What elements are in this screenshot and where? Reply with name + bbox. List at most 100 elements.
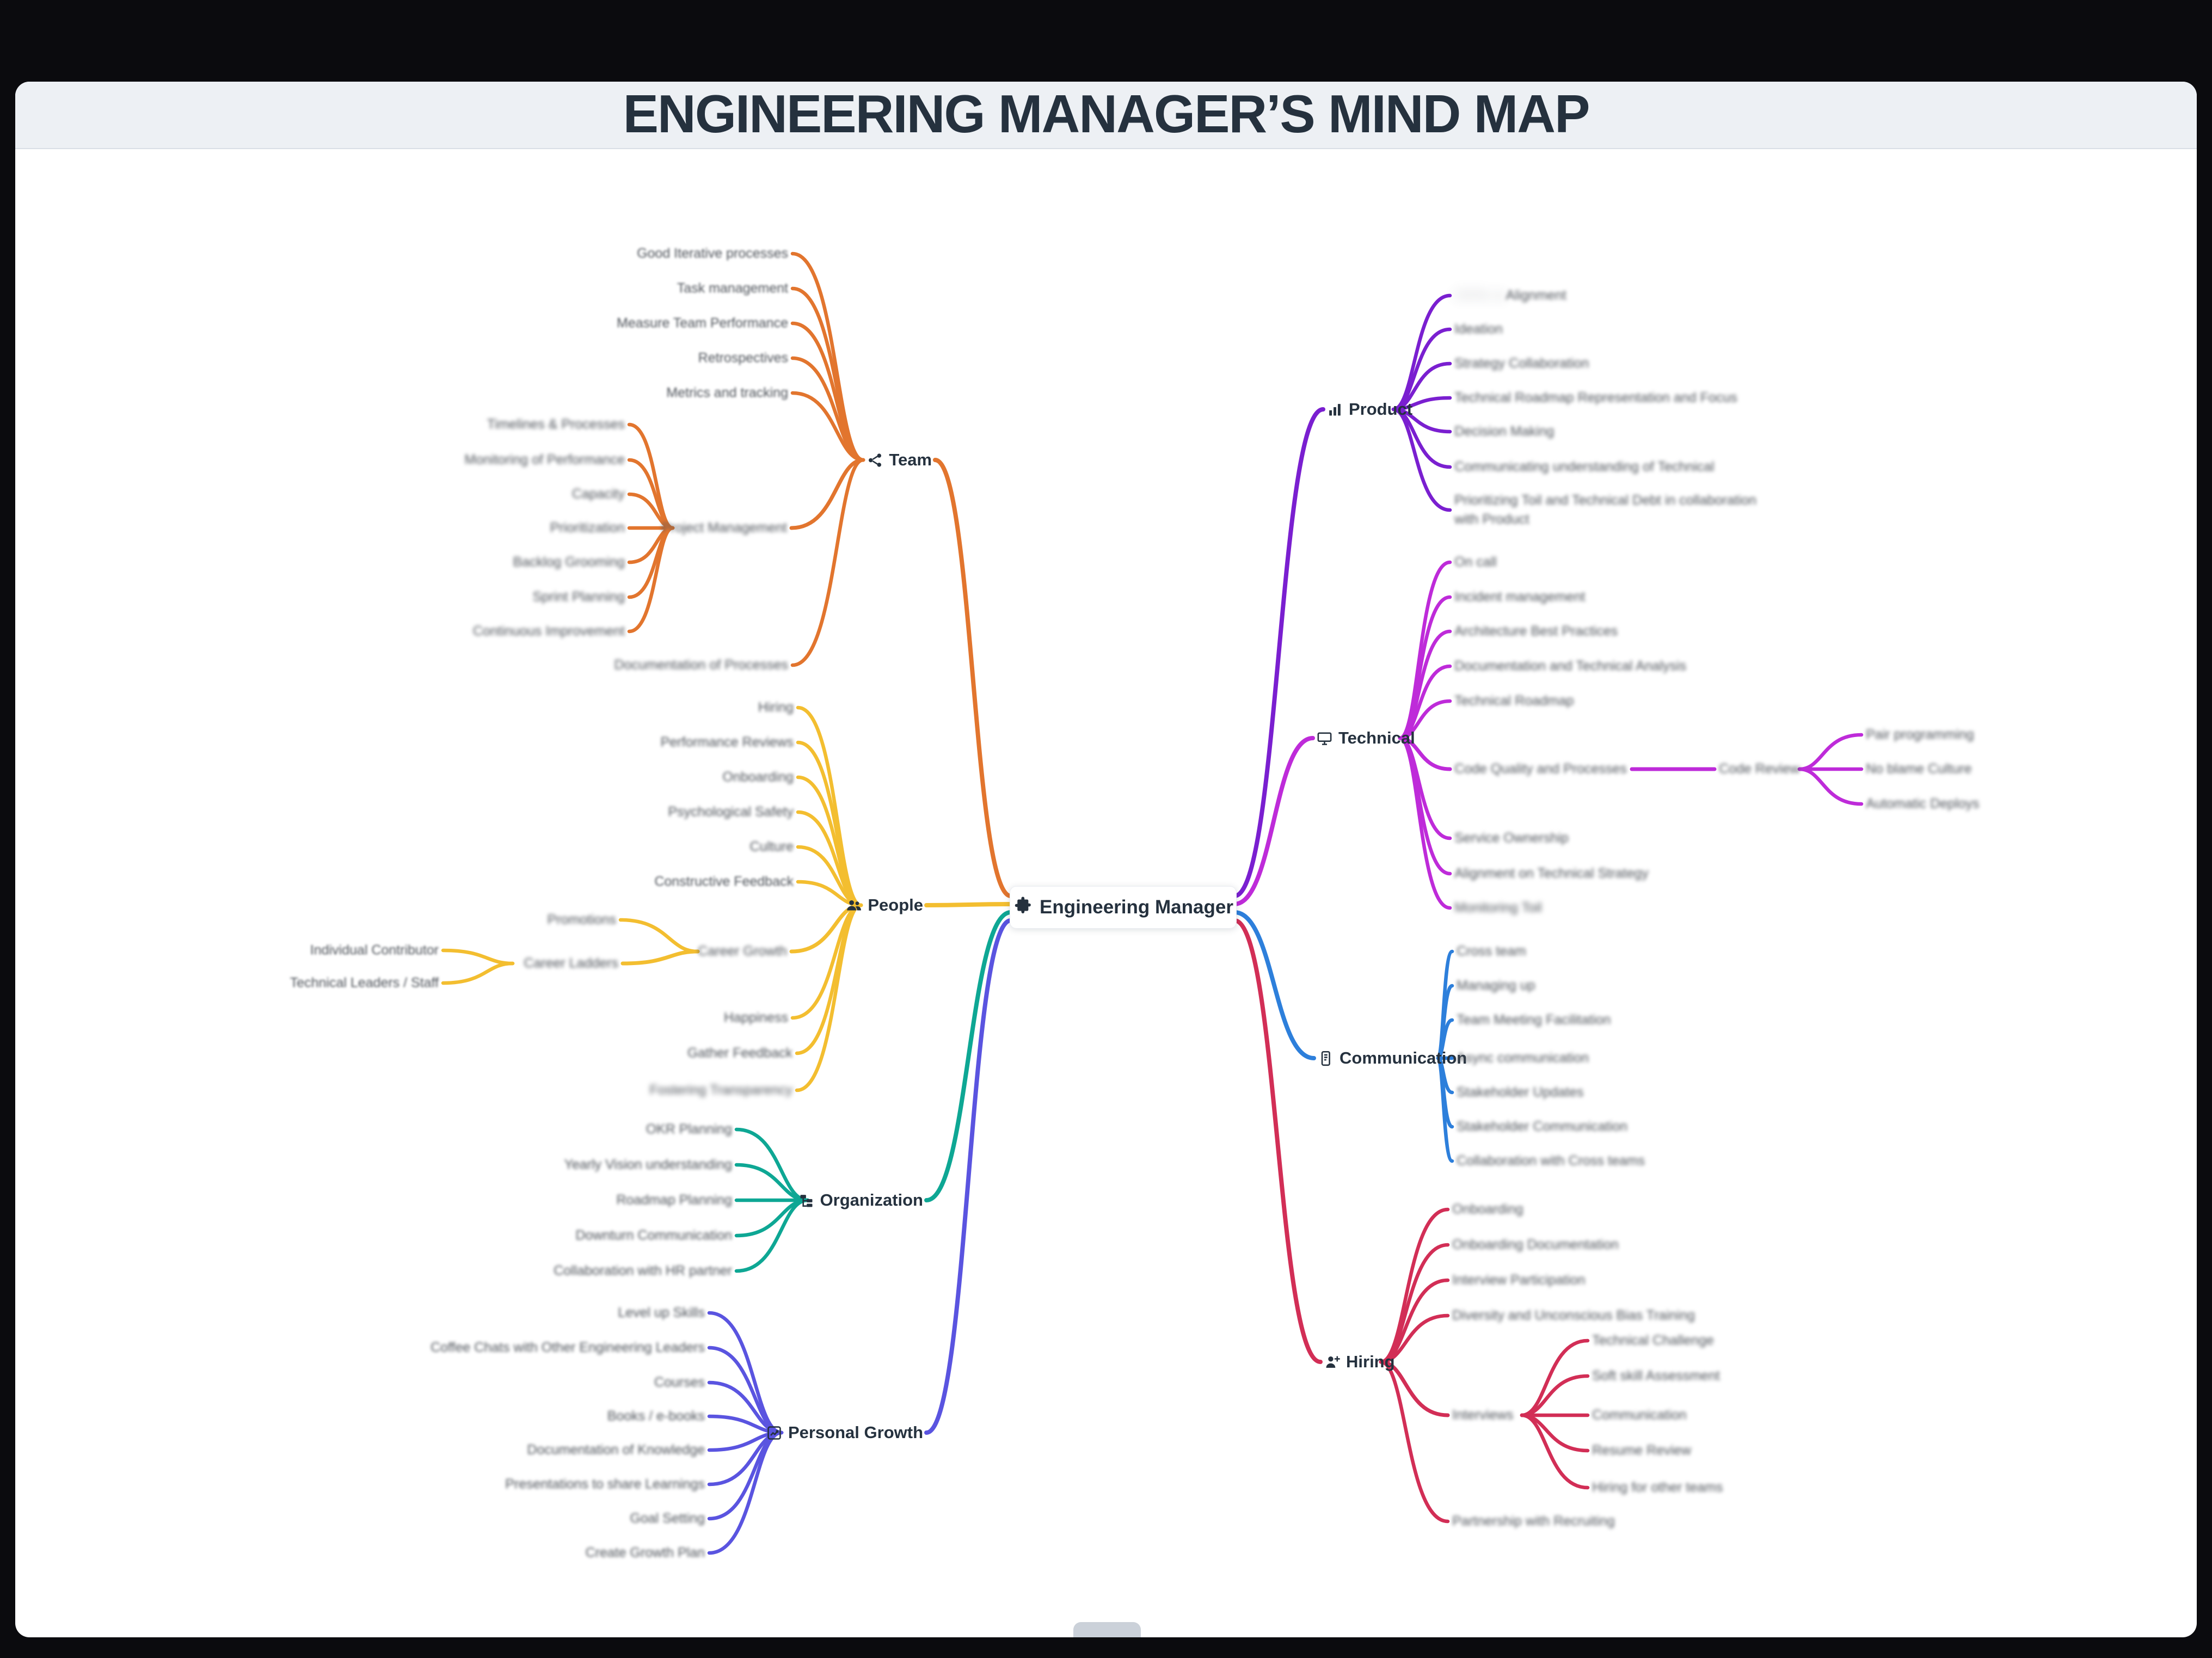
node-performance-reviews[interactable]: Performance Reviews [660, 734, 794, 750]
node-promotions[interactable]: Promotions [547, 912, 616, 928]
node-onboarding[interactable]: Onboarding [1452, 1201, 1523, 1217]
node-no-blame-culture[interactable]: No blame Culture [1866, 761, 1972, 777]
node-diversity-and-unconscious-bias-training[interactable]: Diversity and Unconscious Bias Training [1452, 1307, 1695, 1323]
node-technical-leaders-staff[interactable]: Technical Leaders / Staff [290, 975, 439, 991]
node-create-growth-plan[interactable]: Create Growth Plan [585, 1545, 705, 1561]
node-architecture-best-practices[interactable]: Architecture Best Practices [1454, 623, 1618, 639]
node-books-e-books[interactable]: Books / e-books [607, 1408, 705, 1424]
node-monitoring-of-performance[interactable]: Monitoring of Performance [464, 452, 625, 468]
node-presentations-to-share-learnings[interactable]: Presentations to share Learnings [505, 1476, 705, 1492]
node-communicating-understanding-of-technical[interactable]: Communicating understanding of Technical [1454, 459, 1715, 475]
node-code-review[interactable]: Code Review [1719, 761, 1800, 777]
person-plus-icon [1324, 1354, 1341, 1371]
node-technical-roadmap[interactable]: Technical Roadmap [1454, 693, 1574, 709]
node-gather-feedback[interactable]: Gather Feedback [687, 1045, 792, 1061]
branch-communication[interactable]: Communication [1317, 1048, 1467, 1068]
node-stakeholder-updates[interactable]: Stakeholder Updates [1457, 1084, 1584, 1100]
node-strategy-collaboration[interactable]: Strategy Collaboration [1454, 355, 1589, 371]
node-individual-contributor[interactable]: Individual Contributor [310, 942, 439, 958]
node-technical-challenge[interactable]: Technical Challenge [1592, 1332, 1714, 1348]
node-capacity[interactable]: Capacity [572, 486, 625, 502]
node-incident-management[interactable]: Incident management [1454, 589, 1586, 605]
node-team-meeting-facilitation[interactable]: Team Meeting Facilitation [1457, 1012, 1611, 1028]
node-alignment-on-technical-strategy[interactable]: Alignment on Technical Strategy [1454, 865, 1649, 881]
node-metrics-and-tracking[interactable]: Metrics and tracking [666, 385, 788, 401]
node-sprint-planning[interactable]: Sprint Planning [532, 589, 625, 605]
node-managing-up[interactable]: Managing up [1457, 978, 1535, 993]
connector-line [1391, 407, 1452, 512]
node-stakeholder-communication[interactable]: Stakeholder Communication [1457, 1119, 1628, 1134]
node-good-iterative-processes[interactable]: Good Iterative processes [637, 245, 788, 261]
connector-line [620, 949, 700, 966]
branch-personal-growth[interactable]: Personal Growth [766, 1423, 923, 1442]
connector-line [1797, 767, 1864, 806]
node-goal-setting[interactable]: Goal Setting [630, 1510, 705, 1526]
node-monitoring-toil[interactable]: Monitoring Toil [1454, 900, 1542, 916]
node-courses[interactable]: Courses [654, 1374, 705, 1390]
node-documentation-of-processes[interactable]: Documentation of Processes [614, 657, 788, 673]
leaf-label: Alignment [1506, 287, 1566, 303]
node-documentation-of-knowledge[interactable]: Documentation of Knowledge [527, 1442, 705, 1458]
node-interviews[interactable]: Interviews [1452, 1407, 1514, 1423]
node-prioritization[interactable]: Prioritization [550, 520, 625, 536]
node-collaboration-with-cross-teams[interactable]: Collaboration with Cross teams [1457, 1153, 1645, 1169]
share-nodes-icon [867, 452, 883, 469]
node-project-management[interactable]: Project Management [661, 520, 787, 536]
node-prioritizing-toil-and-technical-debt-in-collaboration-with-product[interactable]: Prioritizing Toil and Technical Debt in … [1454, 493, 1756, 527]
branch-label-product: Product [1349, 400, 1413, 419]
node-okr-planning[interactable]: OKR Planning [646, 1121, 732, 1137]
node-documentation-and-technical-analysis[interactable]: Documentation and Technical Analysis [1454, 658, 1687, 674]
node-level-up-skills[interactable]: Level up Skills [618, 1305, 705, 1321]
node-automatic-deploys[interactable]: Automatic Deploys [1866, 796, 1980, 812]
node-measure-team-performance[interactable]: Measure Team Performance [617, 315, 788, 331]
node-ideation[interactable]: Ideation [1454, 321, 1503, 337]
branch-organization[interactable]: Organization [798, 1190, 923, 1210]
branch-technical[interactable]: Technical [1316, 728, 1415, 748]
branch-product[interactable]: Product [1326, 400, 1412, 419]
node-alignment[interactable]: OKRs toAlignment [1454, 288, 1566, 304]
node-career-growth[interactable]: Career Growth [698, 943, 787, 959]
node-task-management[interactable]: Task management [677, 280, 788, 296]
branch-team[interactable]: Team [867, 450, 932, 470]
node-code-quality-and-processes[interactable]: Code Quality and Processes [1454, 761, 1627, 777]
node-on-call[interactable]: On call [1454, 554, 1497, 570]
node-hiring[interactable]: Hiring [758, 699, 794, 715]
branch-hiring[interactable]: Hiring [1324, 1352, 1395, 1372]
node-soft-skill-assessment[interactable]: Soft skill Assessment [1592, 1368, 1720, 1384]
node-fostering-transparency[interactable]: Fostering Transparency [649, 1082, 792, 1098]
node-downturn-communication[interactable]: Downturn Communication [575, 1227, 732, 1243]
connector-line [627, 526, 675, 634]
node-communication[interactable]: Communication [1592, 1407, 1687, 1423]
node-interview-participation[interactable]: Interview Participation [1452, 1272, 1586, 1288]
node-onboarding-documentation[interactable]: Onboarding Documentation [1452, 1237, 1619, 1252]
node-cross-team[interactable]: Cross team [1457, 943, 1526, 959]
node-timelines-processes[interactable]: Timelines & Processes [487, 416, 625, 432]
connector-line [1232, 407, 1325, 898]
branch-label-personal-growth: Personal Growth [788, 1423, 923, 1442]
connector-line [1436, 1056, 1454, 1163]
node-service-ownership[interactable]: Service Ownership [1454, 830, 1569, 846]
node-collaboration-with-hr-partner[interactable]: Collaboration with HR partner [554, 1263, 732, 1279]
branch-people[interactable]: People [845, 895, 923, 915]
node-roadmap-planning[interactable]: Roadmap Planning [616, 1192, 732, 1208]
node-coffee-chats-with-other-engineering-leaders[interactable]: Coffee Chats with Other Engineering Lead… [430, 1340, 705, 1355]
node-pair-programming[interactable]: Pair programming [1866, 727, 1974, 742]
root-node-engineering-manager[interactable]: Engineering Manager [1010, 886, 1237, 929]
node-onboarding[interactable]: Onboarding [722, 769, 794, 785]
node-retrospectives[interactable]: Retrospectives [698, 350, 788, 366]
node-backlog-grooming[interactable]: Backlog Grooming [513, 554, 625, 570]
node-resume-review[interactable]: Resume Review [1592, 1442, 1692, 1458]
node-constructive-feedback[interactable]: Constructive Feedback [654, 874, 794, 889]
node-partnership-with-recruiting[interactable]: Partnership with Recruiting [1452, 1513, 1615, 1529]
node-decision-making[interactable]: Decision Making [1454, 423, 1554, 439]
node-technical-roadmap-representation-and-focus[interactable]: Technical Roadmap Representation and Foc… [1454, 390, 1737, 406]
puzzle-icon [1013, 895, 1033, 920]
node-hiring-for-other-teams[interactable]: Hiring for other teams [1592, 1479, 1723, 1495]
node-career-ladders[interactable]: Career Ladders [524, 955, 618, 971]
node-continuous-improvement[interactable]: Continuous Improvement [472, 623, 625, 639]
node-culture[interactable]: Culture [749, 839, 794, 855]
node-happiness[interactable]: Happiness [723, 1010, 788, 1025]
node-async-communication[interactable]: Async communication [1457, 1050, 1589, 1066]
node-psychological-safety[interactable]: Psychological Safety [668, 804, 794, 820]
node-yearly-vision-understanding[interactable]: Yearly Vision understanding [564, 1157, 732, 1172]
